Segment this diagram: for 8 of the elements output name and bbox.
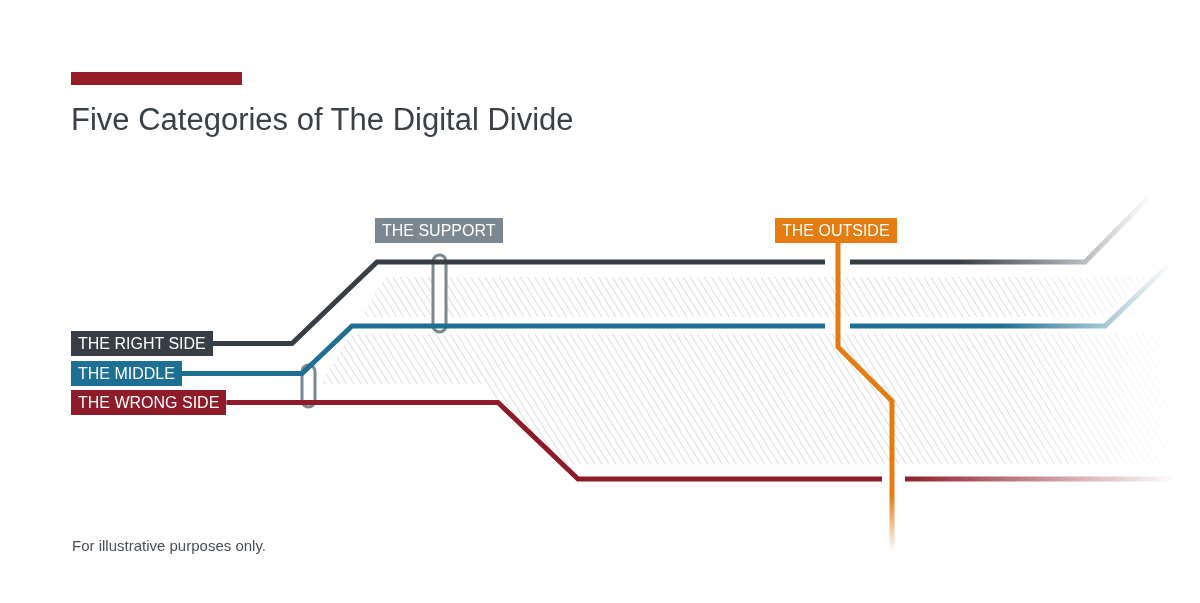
category-label: THE MIDDLE: [71, 361, 182, 386]
category-label: THE RIGHT SIDE: [71, 331, 213, 356]
category-label: THE SUPPORT: [375, 218, 503, 243]
category-label: THE OUTSIDE: [775, 218, 897, 243]
route-line: [835, 243, 895, 552]
category-label: THE WRONG SIDE: [71, 390, 227, 415]
title: Five Categories of The Digital Divide: [71, 101, 574, 139]
footnote: For illustrative purposes only.: [72, 536, 266, 556]
